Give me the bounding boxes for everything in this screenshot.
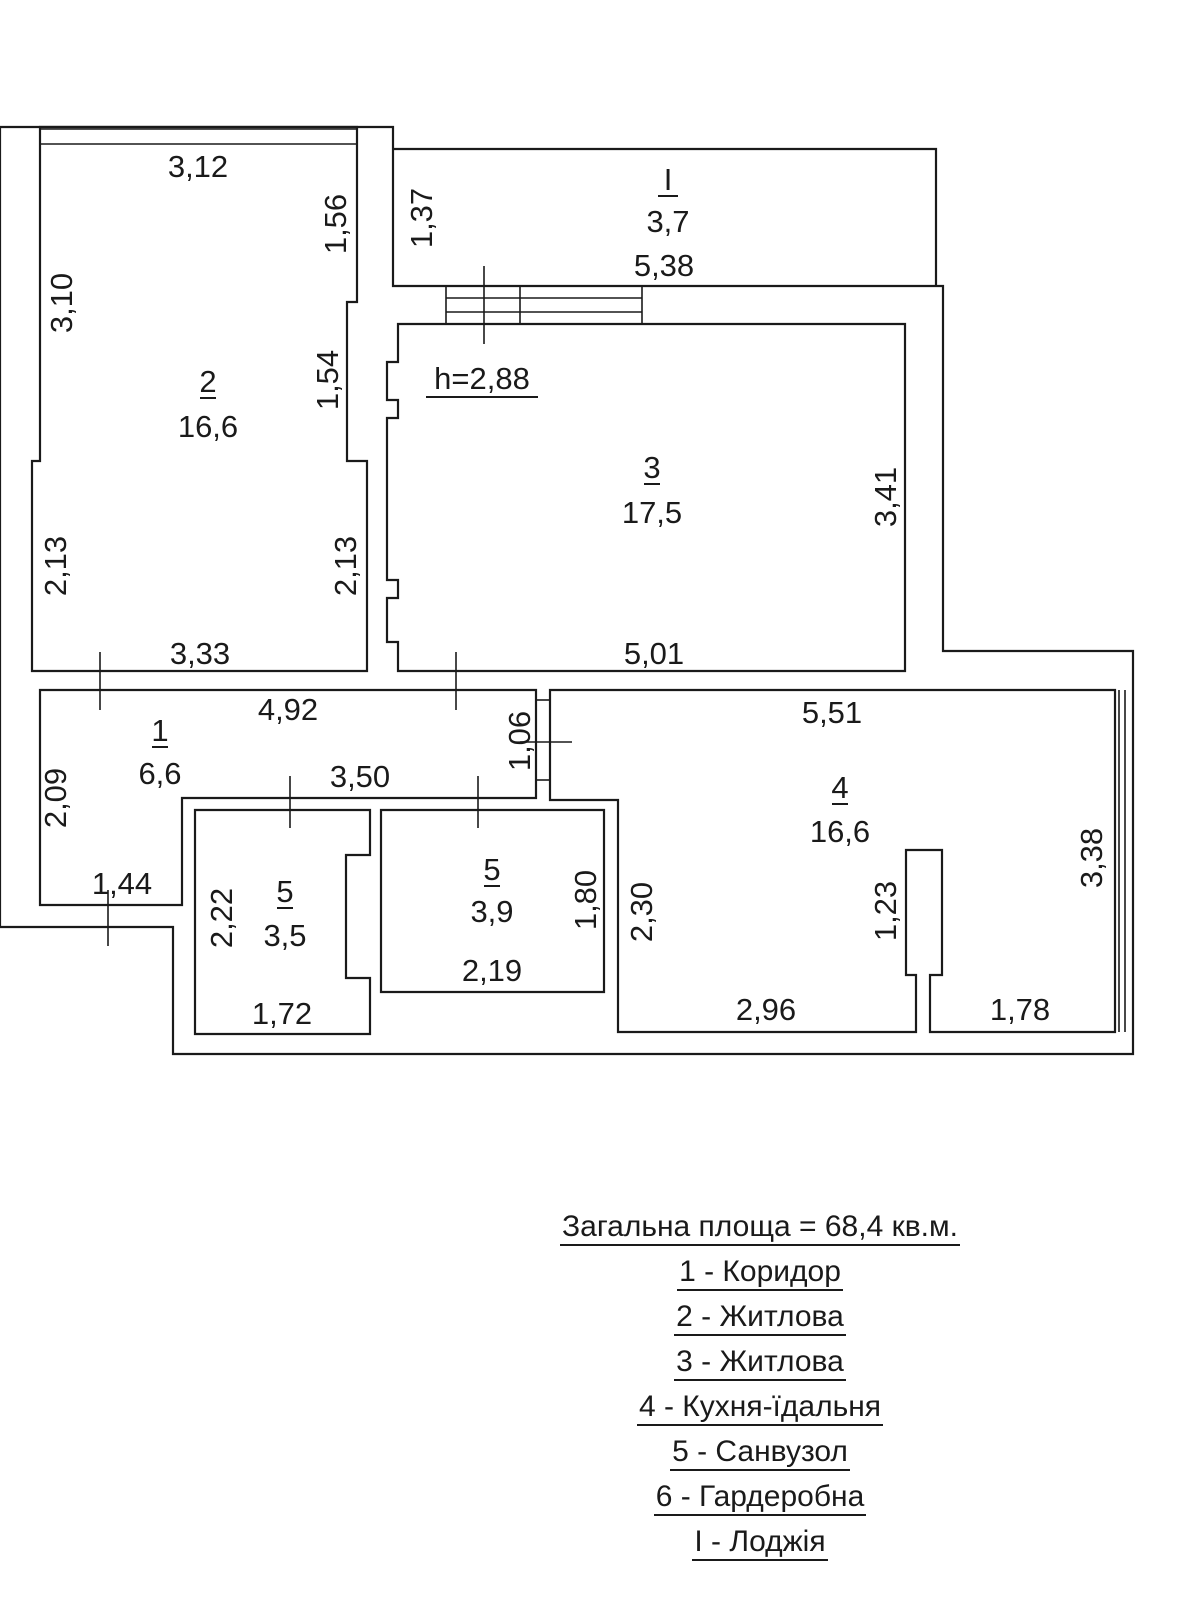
legend-item: 4 - Кухня-їдальня xyxy=(636,1390,884,1426)
legend-item: I - Лоджія xyxy=(692,1525,828,1561)
bathroom-2-area: 3,9 xyxy=(470,894,513,929)
loggia-outline xyxy=(393,147,938,286)
room-3-area: 17,5 xyxy=(622,495,682,530)
dim-r3-bottom: 5,01 xyxy=(624,636,684,671)
room-2-number: 2 xyxy=(199,364,216,399)
legend-total-area: Загальна площа = 68,4 кв.м. xyxy=(560,1210,960,1246)
floor-plan: 2 16,6 3 17,5 1 6,6 4 16,6 5 3,5 5 3,9 I… xyxy=(0,125,1135,1056)
bathroom-2-number: 5 xyxy=(483,852,500,887)
dim-r2-right-mid: 1,54 xyxy=(310,350,345,410)
bathroom-1-area: 3,5 xyxy=(263,918,306,953)
dim-corr-top: 4,92 xyxy=(258,692,318,727)
dim-r4-top: 5,51 xyxy=(802,695,862,730)
ceiling-height: h=2,88 xyxy=(434,361,530,396)
dim-corr-mid: 3,50 xyxy=(330,759,390,794)
dim-r2-right-upper: 1,56 xyxy=(318,194,353,254)
corridor-outline xyxy=(38,688,538,907)
dim-r2-left-lower: 2,13 xyxy=(38,536,73,596)
legend-item: 2 - Житлова xyxy=(674,1300,846,1336)
room-1-area: 6,6 xyxy=(138,756,181,791)
room-4-area: 16,6 xyxy=(810,814,870,849)
dim-loggia-left: 1,37 xyxy=(404,188,439,248)
dim-r2-bottom: 3,33 xyxy=(170,636,230,671)
bathroom-1-outline xyxy=(193,808,372,1036)
dim-corr-right: 1,06 xyxy=(502,711,537,771)
dim-bath1-left: 2,22 xyxy=(204,888,239,948)
dim-bath1-bottom: 1,72 xyxy=(252,996,312,1031)
balcony-door xyxy=(445,285,643,325)
dim-r4-left: 2,30 xyxy=(624,882,659,942)
room-2-area: 16,6 xyxy=(178,409,238,444)
room-1-number: 1 xyxy=(151,713,168,748)
dim-r4-bottom-left: 2,96 xyxy=(736,992,796,1027)
dim-r2-right-lower: 2,13 xyxy=(328,536,363,596)
dim-r2-left-upper: 3,10 xyxy=(44,273,79,333)
outer-wall xyxy=(0,125,1135,1056)
dim-bath2-bottom: 2,19 xyxy=(462,953,522,988)
dim-r2-top: 3,12 xyxy=(168,149,228,184)
legend-item: 6 - Гардеробна xyxy=(653,1480,867,1516)
room-2-outline xyxy=(30,125,369,673)
dim-corr-bottom: 1,44 xyxy=(92,866,152,901)
bathroom-1-number: 5 xyxy=(276,874,293,909)
room-4-number: 4 xyxy=(831,770,848,805)
door-kitchen xyxy=(535,699,551,781)
dim-loggia-bottom: 5,38 xyxy=(634,248,694,283)
room-3-outline xyxy=(385,322,907,673)
loggia-number: I xyxy=(664,162,673,197)
dim-corr-left: 2,09 xyxy=(38,768,73,828)
dim-r4-bottom-right: 1,78 xyxy=(990,992,1050,1027)
dim-r3-right: 3,41 xyxy=(868,467,903,527)
bathroom-2-outline xyxy=(379,808,606,994)
room-4-outline xyxy=(548,688,1117,1034)
dim-r4-niche: 1,23 xyxy=(868,881,903,941)
legend: Загальна площа = 68,4 кв.м. 1 - Коридор … xyxy=(480,1210,1040,1570)
loggia-area: 3,7 xyxy=(646,204,689,239)
dim-r4-right: 3,38 xyxy=(1074,828,1109,888)
legend-item: 1 - Коридор xyxy=(677,1255,843,1291)
legend-item: 3 - Житлова xyxy=(674,1345,846,1381)
dim-bath2-right: 1,80 xyxy=(568,870,603,930)
legend-item: 5 - Санвузол xyxy=(670,1435,850,1471)
room-3-number: 3 xyxy=(643,450,660,485)
